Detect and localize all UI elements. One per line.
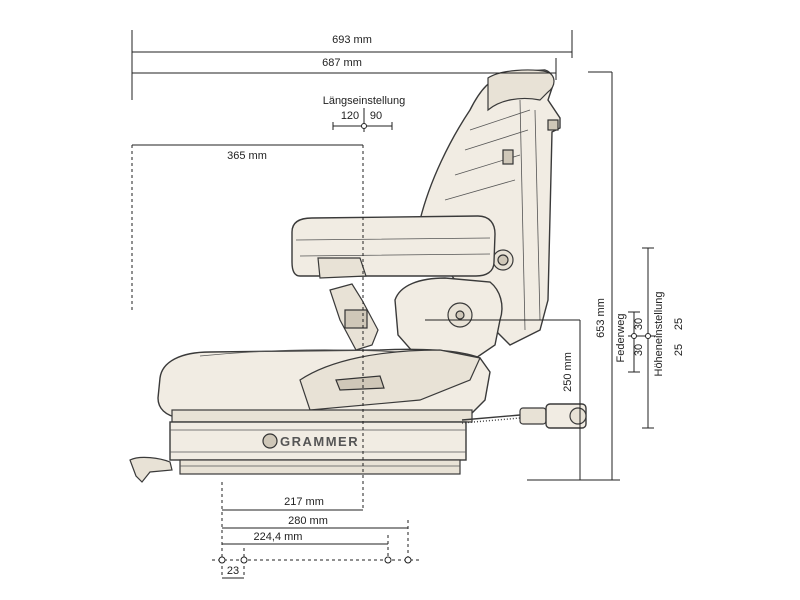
suspension-down: 30: [633, 344, 645, 356]
height-adj-down: 25: [673, 344, 685, 356]
dim-693-label: 693 mm: [332, 34, 372, 46]
height-adj-up: 25: [673, 318, 685, 330]
dimensions: 693 mm 687 mm Längseinstellung 120 90 36…: [131, 30, 685, 579]
fore-aft-back: 120: [341, 110, 359, 122]
dim-23-label: 23: [227, 565, 239, 577]
dim-fore-aft: Längseinstellung 120 90: [323, 95, 406, 132]
dim-2244-label: 224,4 mm: [254, 531, 303, 543]
dim-width-687: 687 mm: [131, 57, 557, 100]
dim-653-label: 653 mm: [595, 298, 607, 338]
dim-seat-height: 250 mm: [425, 319, 581, 480]
dim-280-label: 280 mm: [288, 515, 328, 527]
height-adj-label: Höheneinstellung: [653, 291, 665, 376]
suspension-up: 30: [633, 318, 645, 330]
dim-seat-depth: 365 mm: [131, 144, 364, 510]
dim-365-label: 365 mm: [227, 150, 267, 162]
fore-aft-label: Längseinstellung: [323, 95, 406, 107]
dim-250-label: 250 mm: [562, 352, 574, 392]
brand-logo: GRAMMER: [280, 434, 359, 449]
suspension-base: GRAMMER: [169, 421, 467, 475]
dim-width-693: 693 mm: [131, 30, 573, 58]
fore-aft-fwd: 90: [370, 110, 382, 122]
dim-height-adjust: Höheneinstellung 25 25: [642, 247, 685, 429]
dim-217-label: 217 mm: [284, 496, 324, 508]
dim-base: 217 mm 280 mm 224,4 mm 23: [212, 482, 420, 579]
dim-687-label: 687 mm: [322, 57, 362, 69]
seat-illustration: GRAMMER: [129, 69, 587, 483]
suspension-label: Federweg: [615, 314, 627, 363]
dim-suspension-travel: Federweg 30 30: [615, 311, 656, 373]
dim-total-height: 653 mm: [527, 71, 620, 481]
